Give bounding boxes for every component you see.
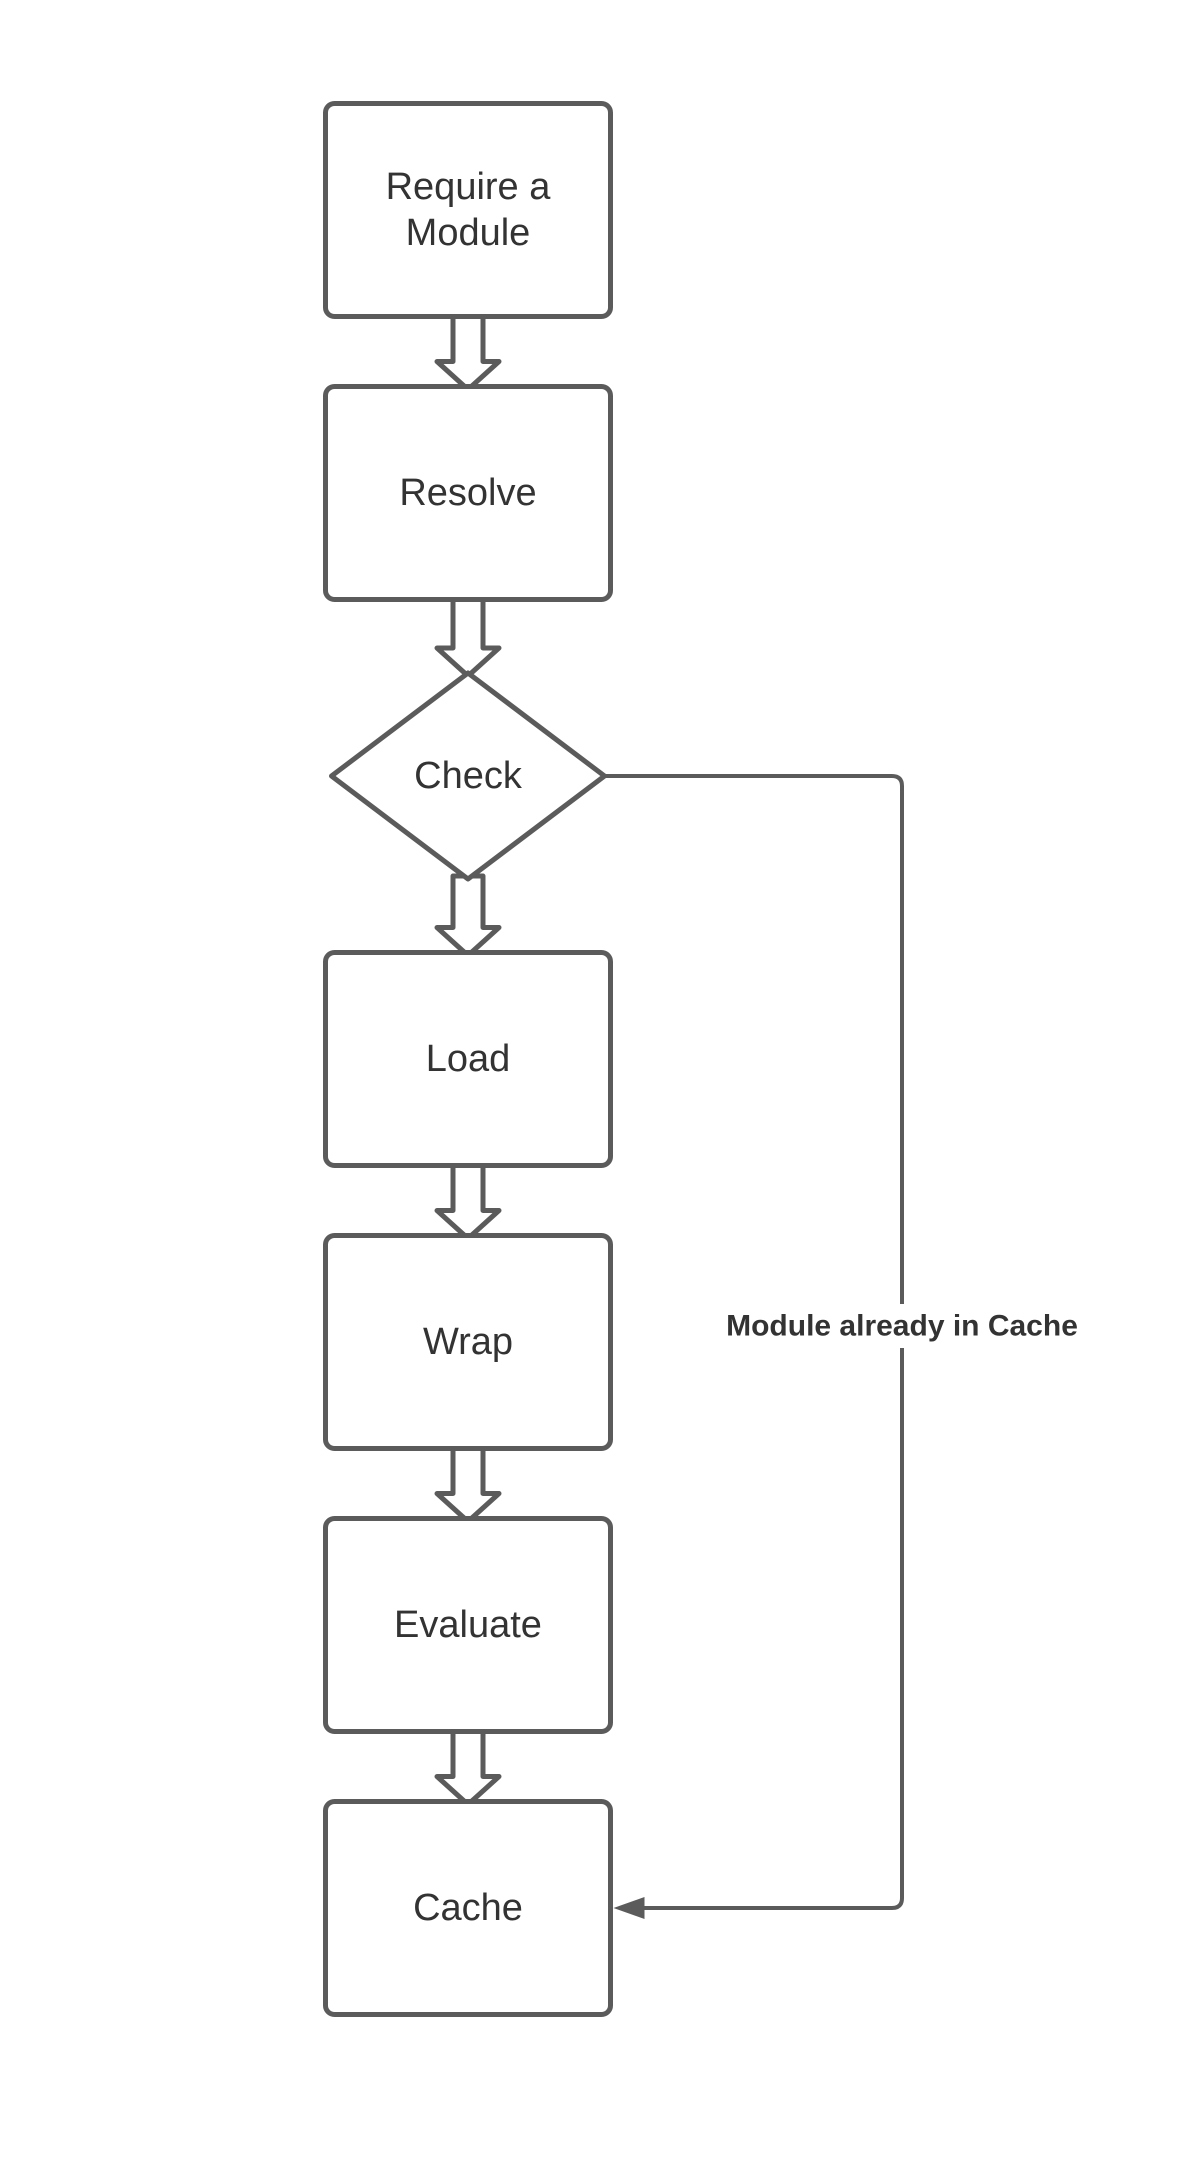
edges-layer: Module already in Cache	[434, 311, 1097, 1919]
node-label: Check	[414, 755, 523, 797]
arrow-require-to-resolve	[434, 311, 502, 392]
process-box	[323, 384, 613, 602]
nodes-layer: Require aModuleResolveCheckLoadWrapEvalu…	[323, 101, 613, 2017]
process-box	[323, 1233, 613, 1451]
node-load: Load	[323, 950, 613, 1168]
node-label: Module	[406, 212, 531, 254]
arrow-evaluate-to-cache	[434, 1726, 502, 1807]
connector-check-to-cache: Module already in Cache	[604, 774, 1097, 1919]
arrow-load-to-wrap	[434, 1160, 502, 1241]
node-label: Resolve	[399, 472, 536, 514]
node-resolve: Resolve	[323, 384, 613, 602]
process-box	[323, 101, 613, 319]
node-check: Check	[329, 670, 607, 882]
node-label: Cache	[413, 1887, 523, 1929]
decision-diamond	[329, 670, 607, 882]
arrow-resolve-to-check	[434, 594, 502, 679]
node-label: Wrap	[423, 1321, 513, 1363]
node-evaluate: Evaluate	[323, 1516, 613, 1734]
process-box	[323, 950, 613, 1168]
node-wrap: Wrap	[323, 1233, 613, 1451]
node-label: Require a	[386, 166, 552, 208]
arrowhead-icon	[613, 1897, 645, 1919]
process-box	[323, 1799, 613, 2017]
node-label: Evaluate	[394, 1604, 542, 1646]
arrow-wrap-to-evaluate	[434, 1443, 502, 1524]
connector-label: Module already in Cache	[726, 1310, 1078, 1343]
node-cache: Cache	[323, 1799, 613, 2017]
process-box	[323, 1516, 613, 1734]
arrow-check-to-load	[434, 873, 502, 958]
node-label: Load	[426, 1038, 511, 1080]
